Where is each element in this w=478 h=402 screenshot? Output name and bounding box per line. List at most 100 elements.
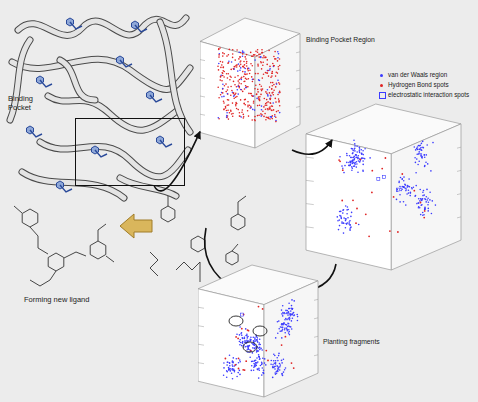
grid-point (236, 86, 238, 88)
node-label: Binding Pocket Region (306, 36, 375, 44)
side-chain (120, 60, 132, 67)
grid-point (282, 305, 284, 307)
grid-point (289, 334, 291, 336)
grid-point (291, 308, 293, 310)
grid-point (243, 114, 245, 116)
grid-point (223, 109, 225, 111)
grid-point (229, 49, 231, 51)
grid-point (286, 328, 288, 330)
grid-point (226, 112, 228, 114)
grid-point (259, 84, 261, 86)
grid-point (271, 110, 273, 112)
grid-point (350, 162, 352, 164)
grid-point (242, 50, 244, 52)
grid-point (225, 107, 227, 109)
ribbon-outline (48, 96, 178, 130)
grid-point (272, 85, 274, 87)
fragment-ring (191, 236, 205, 252)
grid-point (269, 108, 271, 110)
grid-point (270, 116, 272, 118)
grid-point (271, 72, 273, 74)
grid-point (238, 52, 240, 54)
grid-point (343, 222, 345, 224)
grid-point (220, 61, 222, 63)
grid-point (258, 354, 260, 356)
grid-point (279, 363, 281, 365)
grid-point (352, 163, 354, 165)
grid-point (245, 87, 247, 89)
grid-point (229, 79, 231, 81)
grid-point (251, 55, 253, 57)
grid-point (278, 100, 280, 102)
grid-point (422, 191, 424, 193)
grid-point (415, 185, 417, 187)
grid-point (421, 198, 423, 200)
grid-point (290, 310, 292, 312)
grid-point (265, 103, 267, 105)
grid-point (265, 119, 267, 121)
grid-point (226, 115, 228, 117)
grid-point (357, 171, 359, 173)
grid-point (424, 166, 426, 168)
grid-point (249, 339, 251, 341)
grid-point (257, 341, 259, 343)
grid-point (259, 96, 261, 98)
grid-point (262, 308, 264, 310)
grid-point (275, 117, 277, 119)
grid-point (354, 165, 356, 167)
grid-point (276, 357, 278, 359)
grid-point (248, 330, 250, 332)
grid-point (427, 204, 429, 206)
grid-point (351, 148, 353, 150)
grid-point (251, 95, 253, 97)
grid-point (281, 362, 283, 364)
grid-point (231, 369, 233, 371)
grid-point (223, 66, 225, 68)
grid-point (256, 98, 258, 100)
grid-point (218, 117, 220, 119)
grid-point (258, 344, 260, 346)
grid-point (423, 190, 425, 192)
grid-point (253, 360, 255, 362)
grid-point (281, 309, 283, 311)
grid-point (244, 340, 246, 342)
fragments (150, 196, 246, 282)
grid-point (257, 65, 259, 67)
grid-point (421, 156, 423, 158)
grid-point (369, 157, 371, 159)
grid-point (288, 302, 290, 304)
axis-tick (200, 60, 205, 61)
grid-point (420, 145, 422, 147)
grid-point (263, 373, 265, 375)
grid-point (358, 224, 360, 226)
grid-point (273, 109, 275, 111)
grid-point (253, 102, 255, 104)
grid-point (283, 313, 285, 315)
grid-point (425, 201, 427, 203)
grid-point (275, 98, 277, 100)
grid-point (236, 333, 238, 335)
fragment-bond (176, 262, 200, 282)
grid-point (257, 91, 259, 93)
grid-point (353, 159, 355, 161)
grid-point (254, 360, 256, 362)
grid-point (428, 201, 430, 203)
grid-point (226, 364, 228, 366)
grid-point (285, 318, 287, 320)
grid-point (274, 51, 276, 53)
grid-point (270, 103, 272, 105)
electrostatic-spot (382, 176, 385, 179)
grid-point (418, 202, 420, 204)
grid-point (427, 199, 429, 201)
grid-point (393, 196, 395, 198)
grid-point (408, 186, 410, 188)
grid-point (424, 207, 426, 209)
grid-point (294, 314, 296, 316)
grid-point (405, 204, 407, 206)
grid-point (421, 204, 423, 206)
grid-point (345, 227, 347, 229)
grid-point (267, 101, 269, 103)
grid-point (269, 66, 271, 68)
grid-point (222, 75, 224, 77)
grid-point (291, 314, 293, 316)
